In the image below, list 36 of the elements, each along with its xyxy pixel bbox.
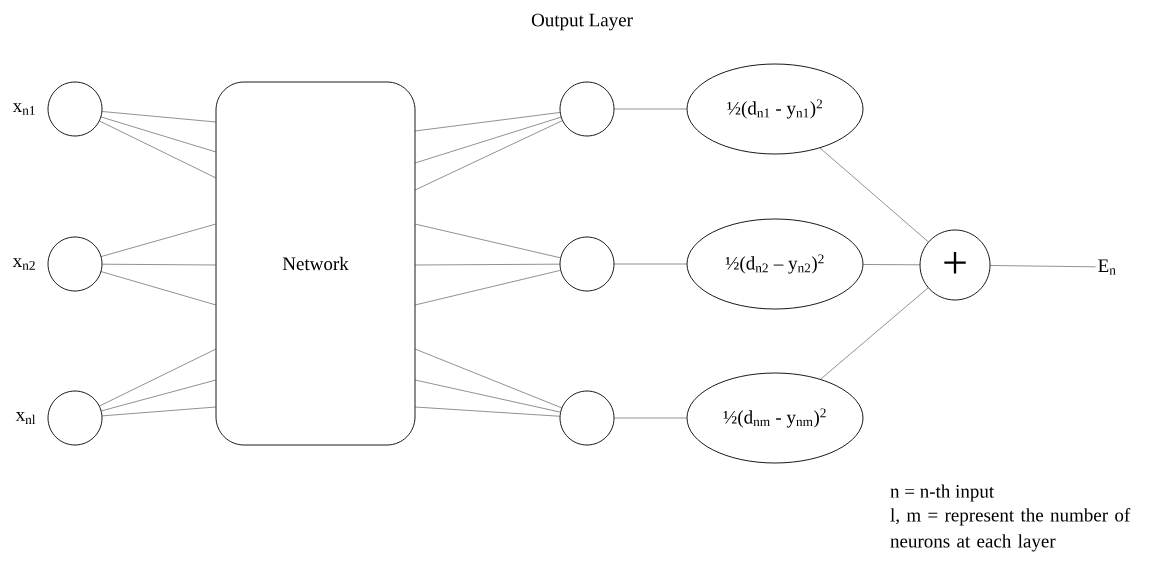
neuron-circle	[559, 236, 615, 292]
output-label: E$_{n}$	[1098, 259, 1116, 275]
connector-line	[414, 348, 563, 409]
network-box: Network	[215, 81, 416, 446]
input-label: x$_{n1}$	[12, 103, 35, 115]
connector-line	[414, 269, 562, 306]
connector-line	[414, 223, 561, 259]
connector-line	[100, 116, 217, 153]
connector-line	[862, 264, 921, 266]
connector-line	[613, 417, 688, 419]
connector-line	[101, 111, 217, 123]
connector-line	[613, 263, 688, 265]
connector-line	[100, 379, 217, 412]
heading-label: Output Layer	[531, 13, 633, 31]
connector-line	[101, 406, 217, 417]
input-label: x$_{nl}$	[15, 412, 36, 424]
connector-line	[613, 108, 688, 110]
input-label: x$_{n2}$	[12, 258, 35, 270]
connector-line	[414, 116, 562, 164]
connector-line	[98, 120, 217, 179]
connector-line	[414, 406, 561, 417]
connector-line	[100, 223, 217, 257]
connector-line	[414, 112, 561, 132]
connector-line	[989, 265, 1096, 268]
note-text: l, m = represent the number of neurons at each layer	[890, 508, 1131, 552]
connector-line	[414, 379, 561, 413]
connector-line	[820, 287, 929, 380]
connector-line	[100, 271, 217, 306]
connector-line	[819, 147, 929, 243]
neuron-circle	[559, 390, 615, 446]
connector-line	[414, 263, 561, 266]
connector-line	[101, 263, 217, 266]
neuron-circle	[559, 81, 615, 137]
note-text: n = n-th input	[890, 484, 995, 502]
connector-line	[98, 348, 217, 407]
connector-line	[414, 120, 563, 191]
